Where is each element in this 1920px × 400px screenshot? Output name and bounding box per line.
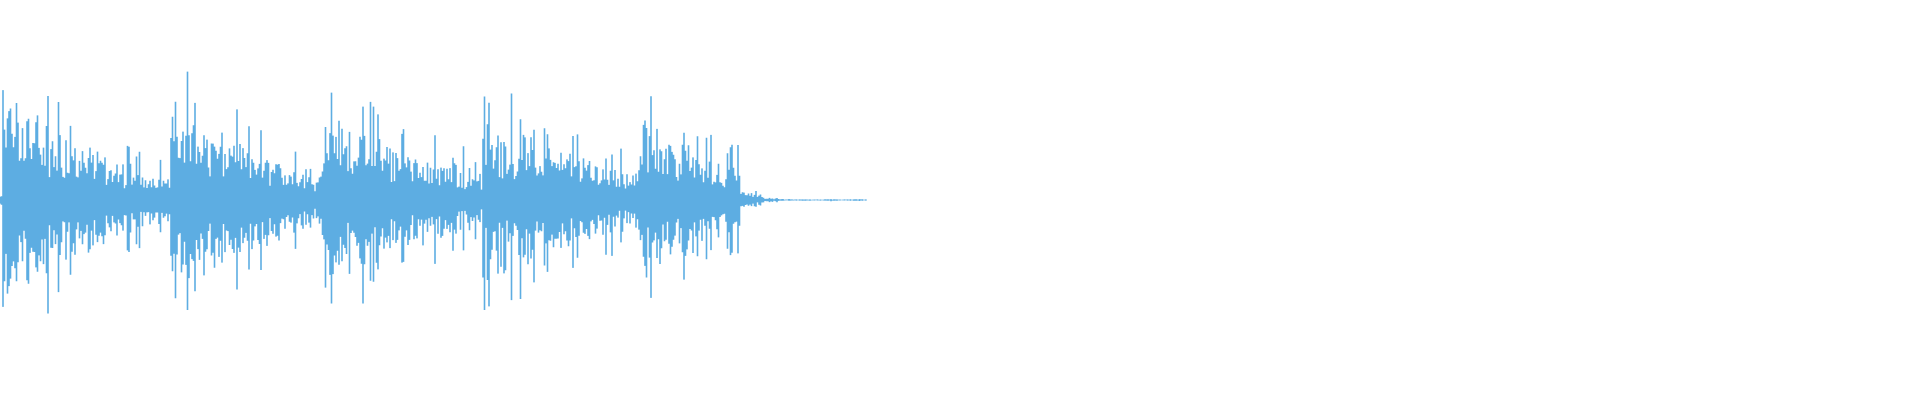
waveform-trace [0,71,867,314]
